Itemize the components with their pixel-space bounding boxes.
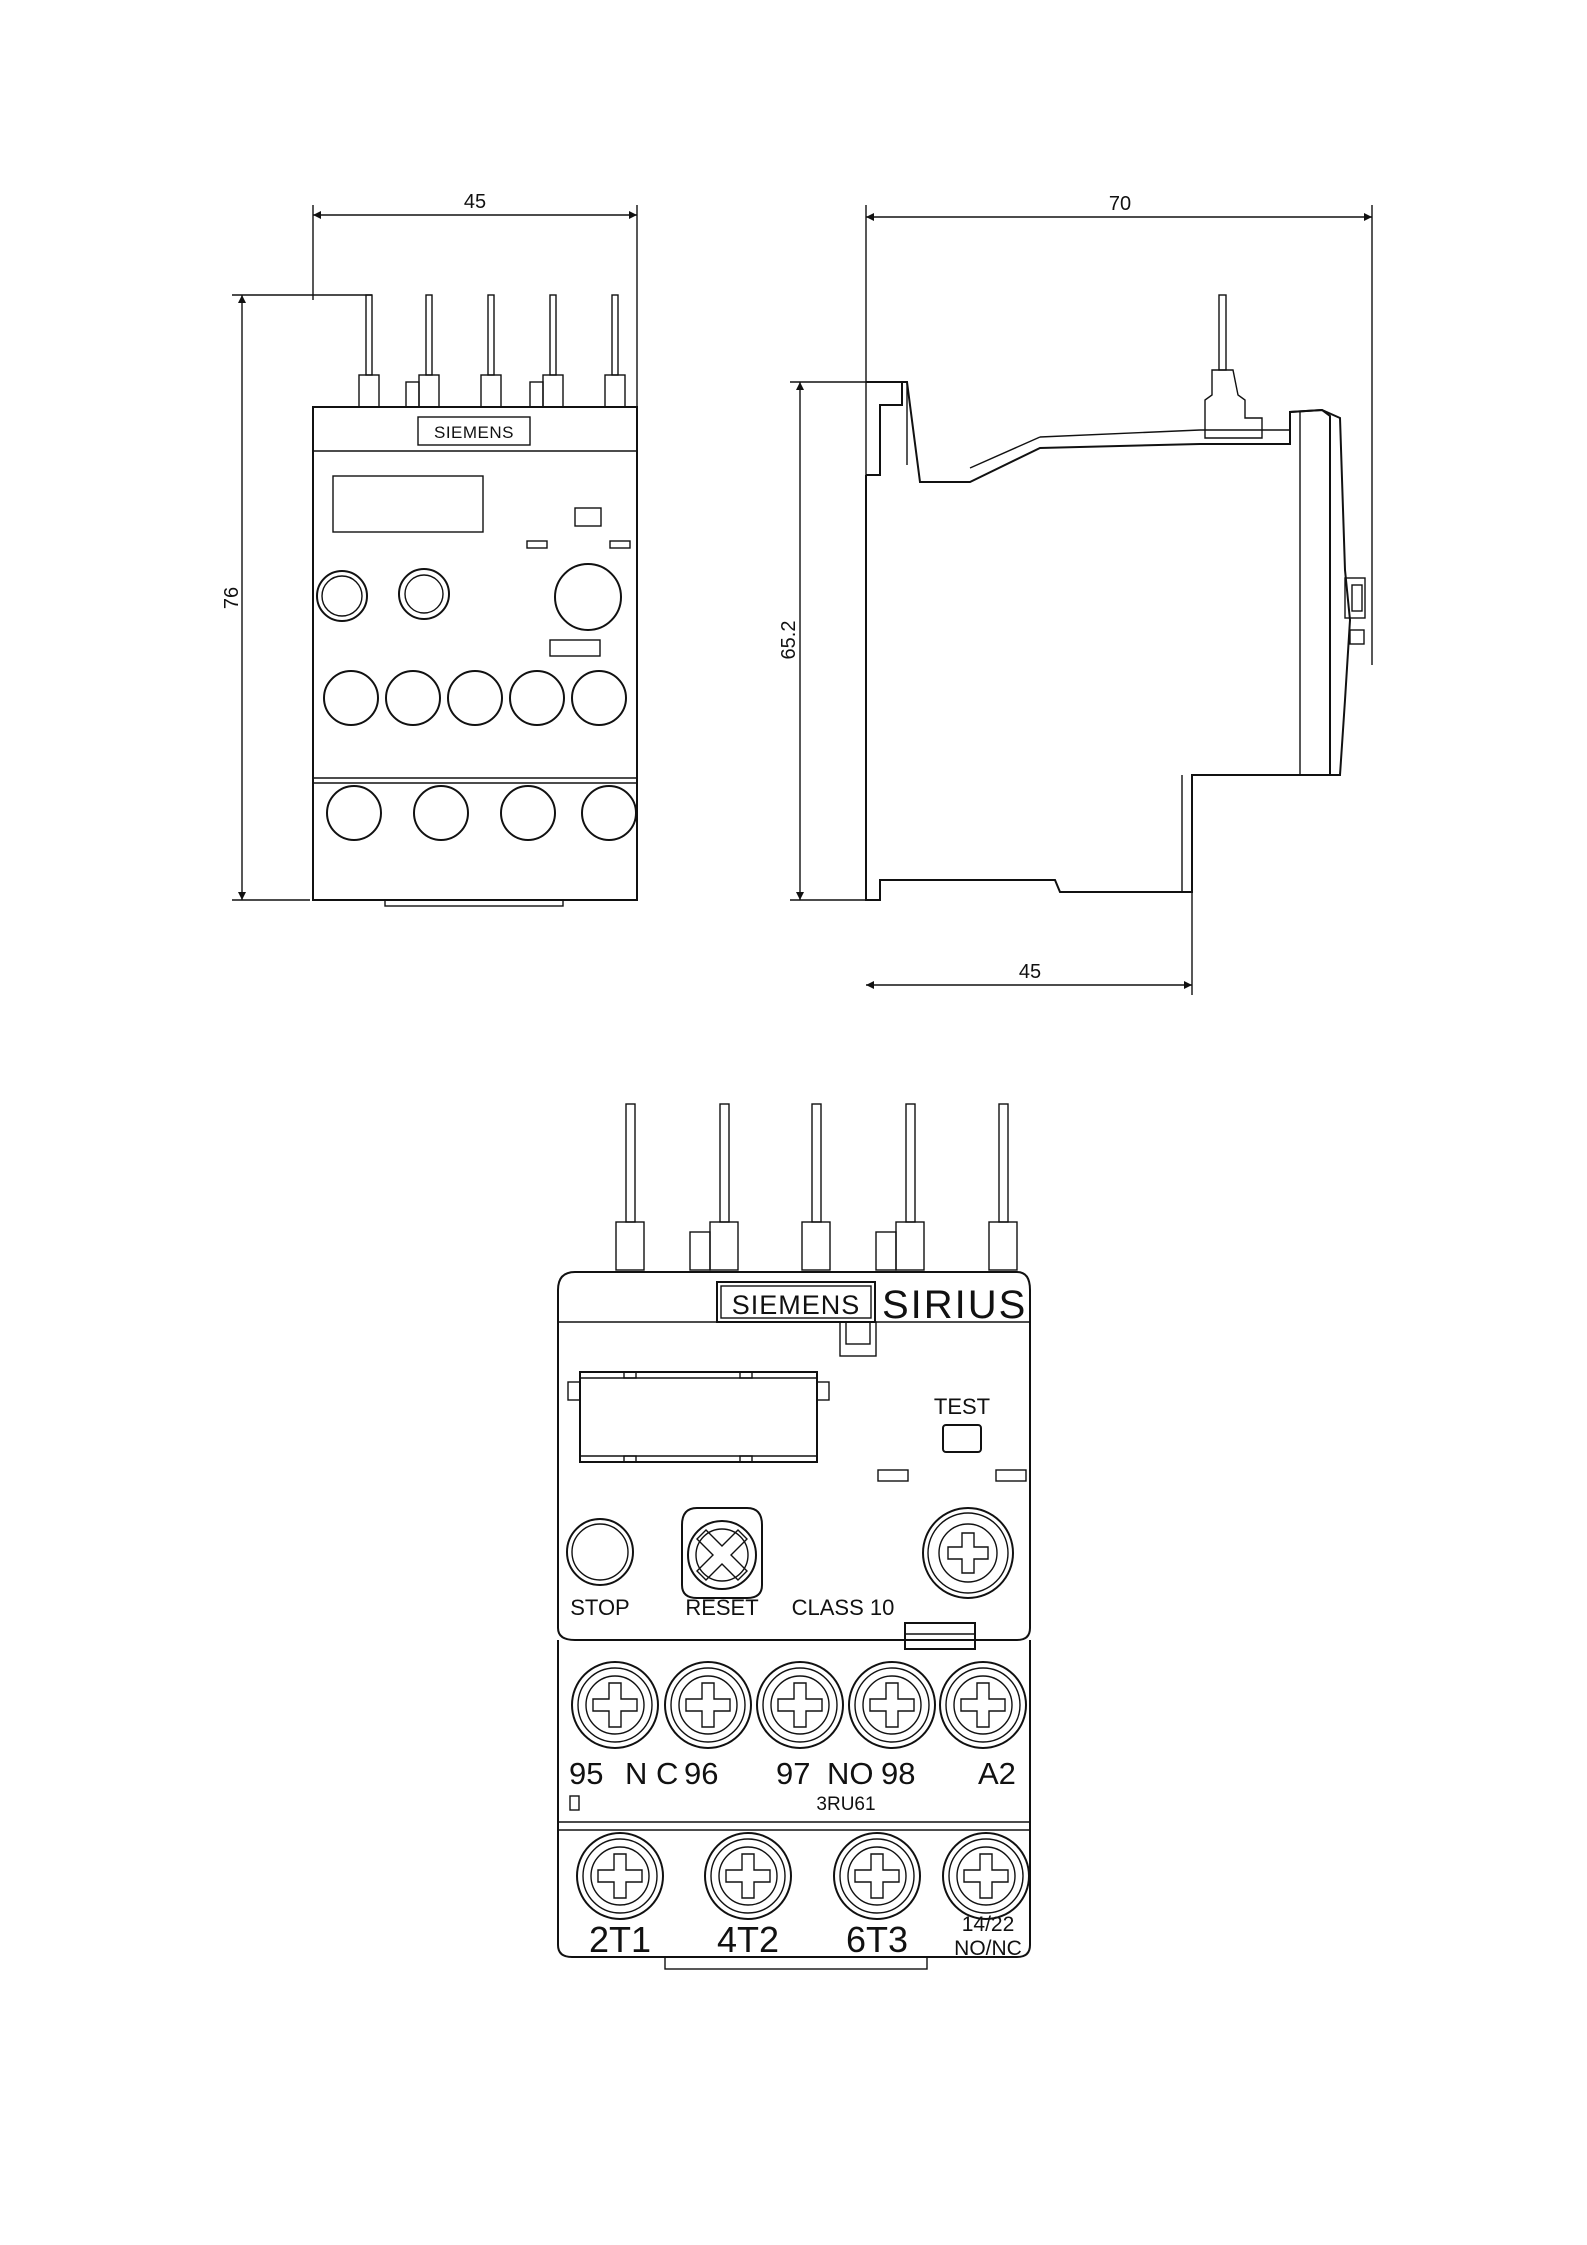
- main-terminal-screws: [576, 1832, 1030, 1920]
- class-label: CLASS 10: [792, 1595, 895, 1620]
- stop-button: [566, 1518, 634, 1586]
- small-front-view: 45 76 SIEMENS: [221, 191, 638, 907]
- terminal-screws-small: [323, 670, 637, 841]
- sirius-logo-text: SIRIUS: [882, 1283, 1027, 1327]
- stop-button-small: [316, 570, 368, 622]
- siemens-logo-text: SIEMENS: [732, 1290, 861, 1320]
- large-front-view: SIEMENS SIRIUS TEST STOP RESET C: [557, 1103, 1031, 1970]
- dinrail-clip: [664, 1956, 928, 1970]
- reset-label: RESET: [685, 1595, 758, 1620]
- setting-window: [579, 1371, 818, 1463]
- side-depth-label: 70: [1109, 193, 1131, 215]
- side-terminal-pin: [1218, 294, 1227, 371]
- dial-lock: [904, 1622, 976, 1650]
- terminal-96-label: 96: [684, 1756, 718, 1791]
- side-dial-profile: [1344, 577, 1366, 619]
- stop-label: STOP: [570, 1595, 630, 1620]
- terminal-no-label: NO: [827, 1756, 874, 1791]
- model-label: 3RU61: [816, 1794, 875, 1815]
- siemens-logo-small: [417, 416, 531, 446]
- aux-terminal-bottom-label: NO/NC: [954, 1937, 1022, 1960]
- reset-button-small: [398, 568, 450, 620]
- terminal-a2-label: A2: [978, 1756, 1016, 1791]
- current-dial-small: [554, 563, 622, 631]
- control-terminal-screws: [571, 1661, 1027, 1749]
- terminal-6t3-label: 6T3: [846, 1919, 908, 1960]
- top-terminal-pins: [358, 294, 626, 408]
- terminal-97-label: 97: [776, 1756, 810, 1791]
- setting-window-small: [332, 475, 484, 533]
- terminal-95-label: 95: [569, 1756, 603, 1791]
- terminal-nc-label: N C: [625, 1756, 678, 1791]
- test-label: TEST: [934, 1394, 990, 1419]
- terminal-4t2-label: 4T2: [717, 1919, 779, 1960]
- side-bottom-width-label: 45: [1019, 961, 1041, 983]
- front-housing: [312, 406, 638, 901]
- side-view: 70 65.2 45: [778, 193, 1373, 995]
- current-setting-dial: [922, 1507, 1014, 1599]
- terminal-2t1-label: 2T1: [589, 1919, 651, 1960]
- large-front-housing: [557, 1271, 1031, 1641]
- siemens-logo: [716, 1281, 876, 1323]
- aux-terminal-top-label: 14/22: [962, 1913, 1015, 1936]
- test-button: [942, 1424, 982, 1453]
- terminal-98-label: 98: [881, 1756, 915, 1791]
- side-housing: [865, 381, 1331, 901]
- large-top-terminal-pins: [615, 1103, 1018, 1271]
- siemens-logo-small-text: SIEMENS: [434, 423, 514, 442]
- side-height-label: 65.2: [778, 621, 800, 660]
- test-button-small: [574, 507, 602, 527]
- front-width-label: 45: [464, 191, 486, 213]
- front-height-label: 76: [221, 587, 243, 609]
- reset-button: [681, 1507, 763, 1599]
- marker-slot: [569, 1795, 580, 1811]
